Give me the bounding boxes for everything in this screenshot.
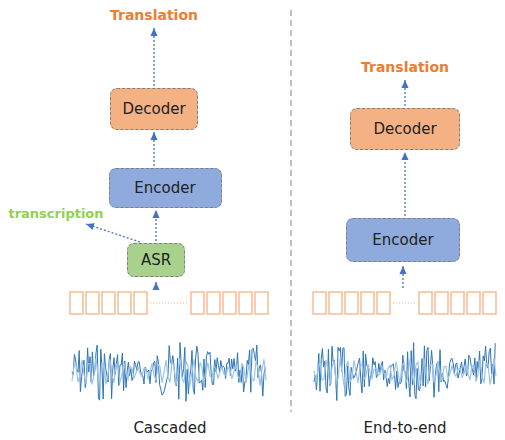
box-label: Decoder xyxy=(373,120,436,138)
text-label: transcription xyxy=(8,206,103,221)
box-label: Encoder xyxy=(372,231,433,249)
process-box: Decoder xyxy=(110,88,198,130)
input-arrow xyxy=(155,282,156,288)
text-label: Translation xyxy=(110,7,198,23)
waveform xyxy=(72,343,496,402)
process-box: Decoder xyxy=(350,108,460,150)
transcription-arrow xyxy=(86,224,140,242)
input-arrow xyxy=(402,266,403,288)
divider xyxy=(290,10,291,412)
box-label: Decoder xyxy=(122,100,185,118)
process-box: Encoder xyxy=(346,218,460,262)
frame-boxes xyxy=(70,292,496,314)
text-label: Translation xyxy=(361,59,449,75)
output-arrow xyxy=(153,28,154,86)
text-label: Cascaded xyxy=(133,419,206,437)
text-label: End-to-end xyxy=(364,419,447,437)
box-label: ASR xyxy=(141,251,171,269)
box-label: Encoder xyxy=(134,179,195,197)
flow-arrow xyxy=(404,152,405,216)
flow-arrow xyxy=(153,132,154,166)
process-box: Encoder xyxy=(109,168,222,208)
process-box: ASR xyxy=(127,243,185,277)
flow-arrow xyxy=(155,210,156,241)
output-arrow xyxy=(404,80,405,106)
